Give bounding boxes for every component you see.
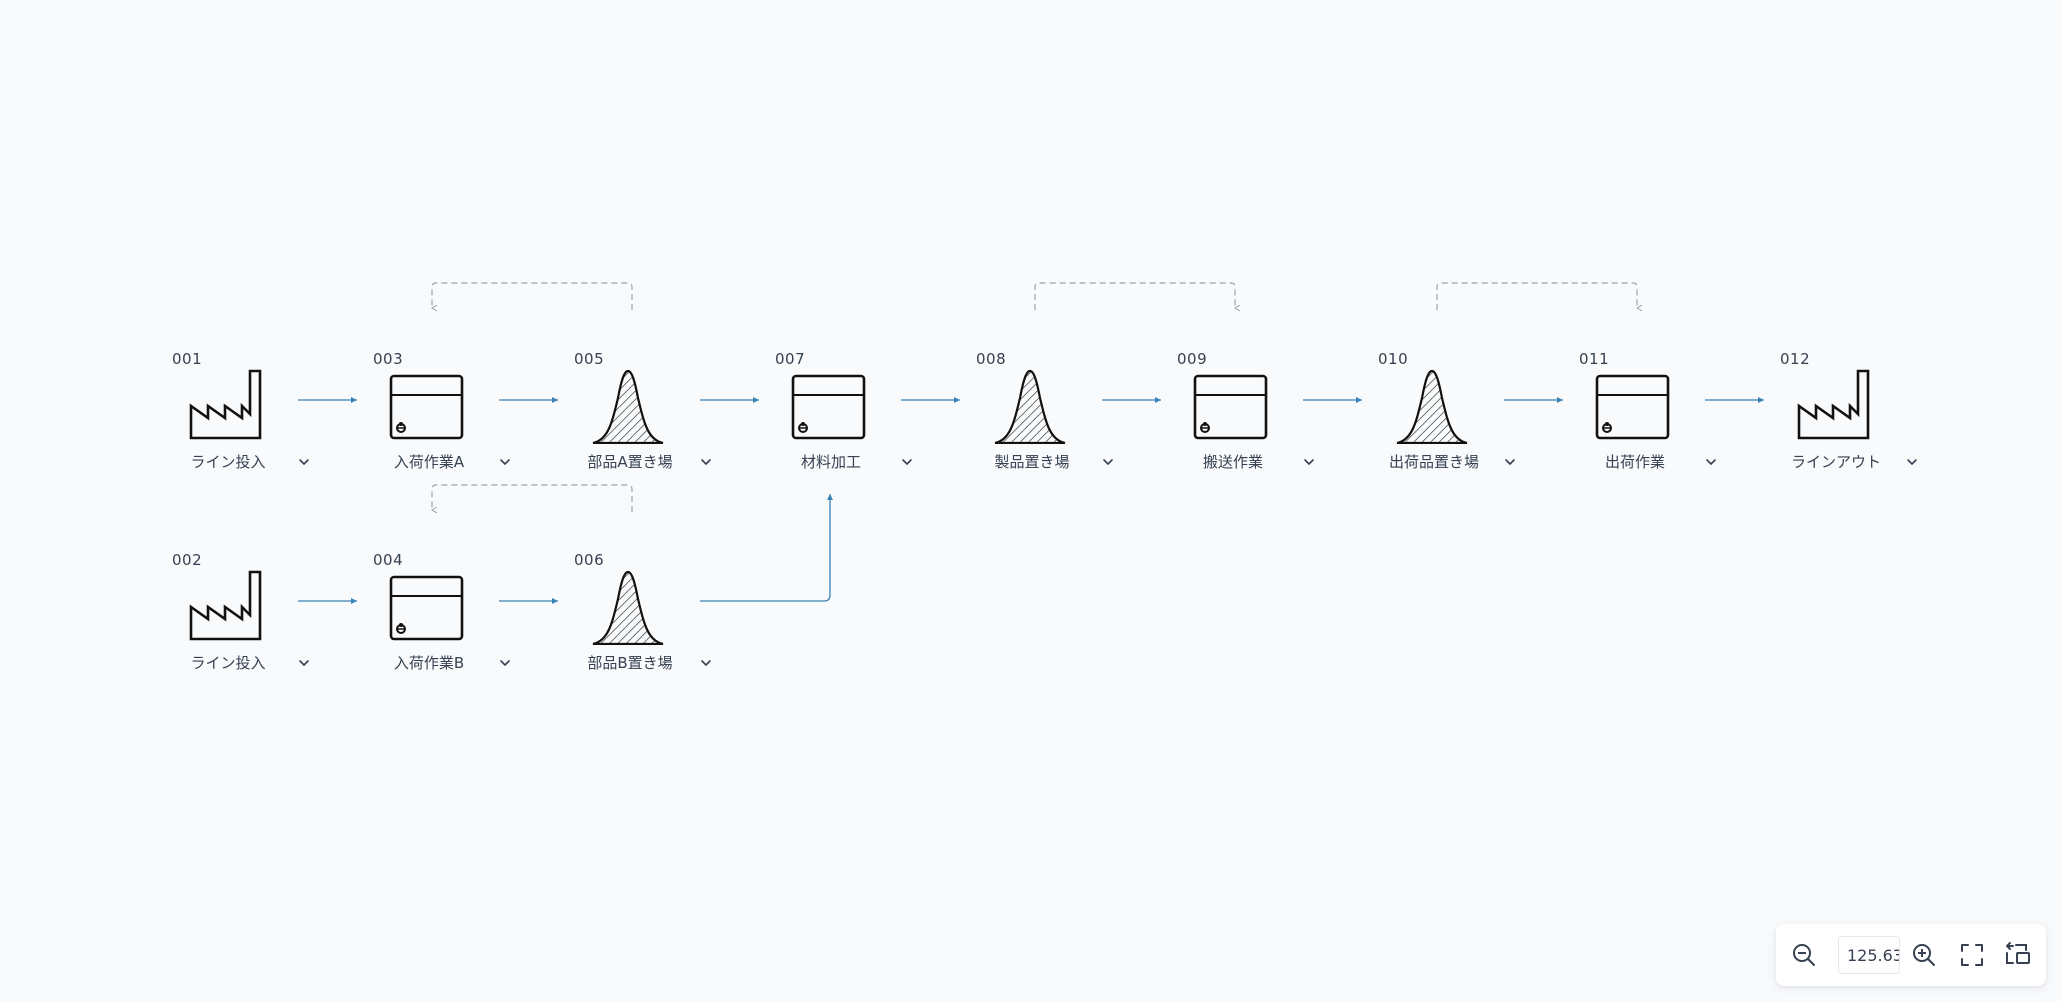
dashed-link [432,282,633,310]
node-id: 007 [775,350,806,368]
node-003[interactable]: 003 入荷作業A [373,350,510,500]
chevron-down-icon[interactable] [297,457,311,467]
fit-view-button[interactable] [1958,941,1986,969]
node-id: 006 [574,551,605,569]
node-label: 出荷品置き場 [1388,453,1479,471]
node-icon [1796,368,1872,444]
node-id: 003 [373,350,404,368]
node-008[interactable]: 008 製品置き場 [976,350,1113,500]
node-011[interactable]: 011 出荷作業 [1579,350,1716,500]
zoom-out-button[interactable] [1790,941,1818,969]
flow-arrows [298,397,1764,604]
chevron-down-icon[interactable] [297,658,311,668]
node-012[interactable]: 012 ラインアウト [1780,350,1917,500]
node-004[interactable]: 004 入荷作業B [373,551,510,701]
factory-icon [1797,369,1870,440]
dashed-link [432,484,633,512]
chevron-down-icon[interactable] [498,457,512,467]
node-label: 製品置き場 [994,453,1070,471]
node-icon [1394,368,1470,445]
node-label: 出荷作業 [1604,453,1665,471]
node-002[interactable]: 002 ライン投入 [172,551,309,701]
node-001[interactable]: 001 ライン投入 [172,350,309,500]
chevron-down-icon[interactable] [1302,457,1316,467]
node-009[interactable]: 009 搬送作業 [1177,350,1314,500]
node-icon [1193,368,1269,444]
dashed-link [1436,282,1637,310]
node-icon [188,368,264,444]
node-label: ライン投入 [190,453,266,471]
node-010[interactable]: 010 出荷品置き場 [1378,350,1515,500]
zoom-out-icon [1793,944,1815,966]
node-label: 入荷作業B [393,654,465,672]
factory-icon [189,369,262,440]
node-id: 008 [976,350,1007,368]
fullscreen-icon [1961,944,1983,966]
node-icon [791,368,867,444]
flow-arrow [700,494,833,602]
node-label: 部品A置き場 [587,453,673,471]
node-id: 010 [1378,350,1409,368]
node-label: ライン投入 [190,654,266,672]
layout-button[interactable] [2004,941,2032,969]
process-box-icon [389,575,464,641]
chevron-down-icon[interactable] [699,658,713,668]
chevron-down-icon[interactable] [1101,457,1115,467]
zoom-in-icon [1913,944,1935,966]
process-box-icon [1193,374,1268,440]
zoom-toolbar: 125.63 [1776,924,2046,986]
node-icon [1595,368,1671,444]
node-id: 001 [172,350,203,368]
node-id: 012 [1780,350,1811,368]
dashed-links [432,282,1637,512]
node-id: 009 [1177,350,1208,368]
zoom-input[interactable]: 125.63 [1838,936,1900,974]
node-icon [188,569,264,645]
node-icon [389,569,465,645]
process-box-icon [791,374,866,440]
chevron-down-icon[interactable] [699,457,713,467]
node-label: 搬送作業 [1202,453,1263,471]
inventory-triangle-icon [994,369,1066,445]
node-icon [992,368,1068,445]
node-id: 004 [373,551,404,569]
node-label: 部品B置き場 [587,654,673,672]
node-005[interactable]: 005 部品A置き場 [574,350,711,500]
chevron-down-icon[interactable] [1503,457,1517,467]
layout-icon [2006,942,2030,964]
node-icon [389,368,465,444]
node-icon [590,368,666,445]
process-box-icon [389,374,464,440]
node-id: 002 [172,551,203,569]
chevron-down-icon[interactable] [1905,457,1919,467]
node-id: 011 [1579,350,1610,368]
node-006[interactable]: 006 部品B置き場 [574,551,711,701]
inventory-triangle-icon [592,570,664,646]
chevron-down-icon[interactable] [1704,457,1718,467]
chevron-down-icon[interactable] [900,457,914,467]
inventory-triangle-icon [592,369,664,445]
node-icon [590,569,666,646]
node-007[interactable]: 007 材料加工 [775,350,912,500]
inventory-triangle-icon [1396,369,1468,445]
chevron-down-icon[interactable] [498,658,512,668]
node-label: 材料加工 [800,453,861,471]
node-label: 入荷作業A [393,453,465,471]
process-box-icon [1595,374,1670,440]
node-id: 005 [574,350,605,368]
factory-icon [189,570,262,641]
node-label: ラインアウト [1790,453,1881,471]
dashed-link [1034,282,1235,310]
zoom-in-button[interactable] [1910,941,1938,969]
